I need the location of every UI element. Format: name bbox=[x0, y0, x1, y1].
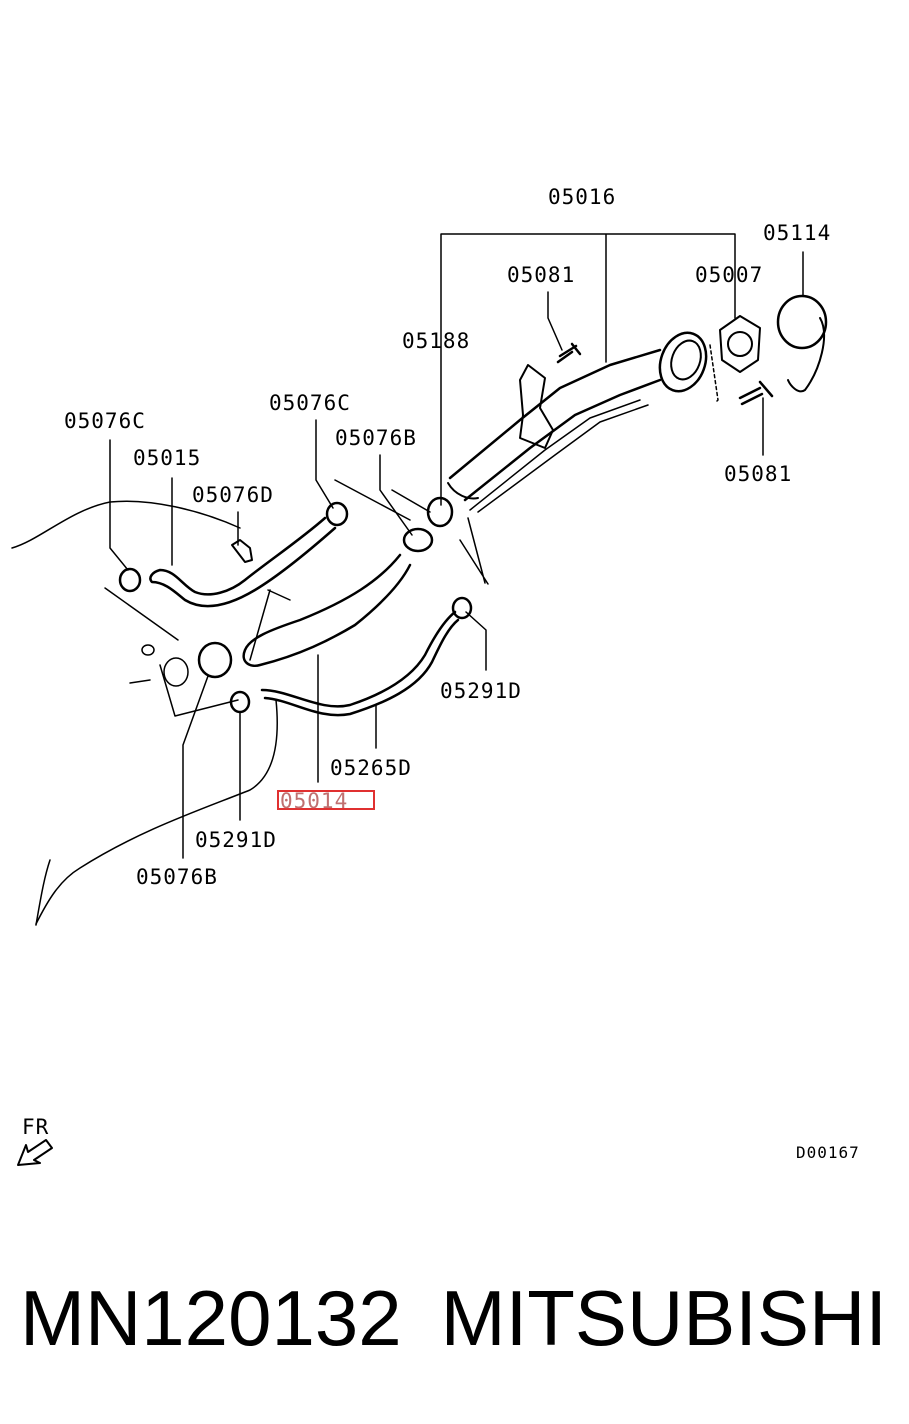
clamp-05291D-bottom bbox=[229, 690, 251, 714]
body-outline-lower bbox=[35, 699, 278, 925]
neck-band bbox=[447, 482, 479, 500]
tank-port-large bbox=[163, 657, 189, 687]
brand-name: MITSUBISHI bbox=[440, 1274, 887, 1362]
callout-05015: 05015 bbox=[133, 446, 201, 470]
callout-05114: 05114 bbox=[763, 221, 831, 245]
filler-neck-mouth-inner bbox=[670, 339, 702, 381]
fuel-cap bbox=[776, 294, 828, 350]
clamp-05076B-mid bbox=[402, 527, 434, 553]
leader-05081-top bbox=[547, 291, 563, 351]
filler-neck-inner bbox=[469, 399, 649, 513]
clamp-05076B-bottom bbox=[197, 641, 233, 679]
gasket-dash bbox=[709, 344, 719, 403]
tank-port-upper bbox=[141, 644, 155, 656]
clamp-05076C-left bbox=[118, 567, 142, 593]
tank-port-stub bbox=[129, 679, 151, 684]
highlight-box-05014 bbox=[277, 790, 375, 810]
callout-05076B-mid: 05076B bbox=[335, 426, 417, 450]
leader-05076C-mid bbox=[315, 419, 334, 509]
filler-neck-tube bbox=[448, 348, 662, 502]
front-direction-arrow-icon bbox=[17, 1139, 53, 1166]
callout-05014: 05014 bbox=[280, 789, 348, 813]
callout-05081-top: 05081 bbox=[507, 263, 575, 287]
fuel-cap-tether bbox=[787, 317, 826, 393]
callout-05007: 05007 bbox=[695, 263, 763, 287]
bolt-05081-right bbox=[738, 380, 774, 406]
reference-lines bbox=[104, 479, 489, 717]
callout-05265D: 05265D bbox=[330, 756, 412, 780]
callout-05188: 05188 bbox=[402, 329, 470, 353]
callout-05076C-left: 05076C bbox=[64, 409, 146, 433]
clamp-05188 bbox=[426, 496, 454, 528]
callout-05291D-right: 05291D bbox=[440, 679, 522, 703]
body-outline-upper bbox=[11, 500, 241, 549]
clamp-05291D-right bbox=[451, 596, 473, 620]
clip-05076D bbox=[231, 539, 253, 563]
leader-05291D-right bbox=[465, 611, 487, 671]
callout-05076D: 05076D bbox=[192, 483, 274, 507]
hose-05014 bbox=[242, 553, 412, 667]
hose-05265D bbox=[260, 610, 460, 717]
body-outline-edge bbox=[35, 859, 51, 926]
callout-05081-right: 05081 bbox=[724, 462, 792, 486]
part-number: MN120132 bbox=[20, 1274, 402, 1362]
leader-05076C-left bbox=[109, 439, 129, 571]
filler-neck-mouth bbox=[658, 331, 708, 393]
caption: MN120132 MITSUBISHI bbox=[0, 1268, 909, 1368]
callout-05076B-bottom: 05076B bbox=[136, 865, 218, 889]
callout-05076C-mid: 05076C bbox=[269, 391, 351, 415]
clamp-05076C-mid bbox=[325, 501, 349, 527]
filler-bracket bbox=[519, 364, 554, 449]
leader-05076B-mid bbox=[379, 454, 413, 536]
direction-label: FR bbox=[22, 1115, 49, 1139]
bolt-05081-top bbox=[556, 342, 582, 364]
hose-05015 bbox=[149, 516, 337, 608]
diagram-code: D00167 bbox=[796, 1143, 860, 1162]
gasket-05007 bbox=[719, 315, 761, 373]
callout-05016: 05016 bbox=[548, 185, 616, 209]
leader-05016 bbox=[440, 233, 736, 506]
gasket-05007-hole bbox=[727, 331, 753, 357]
leader-05076B-bottom bbox=[182, 675, 209, 859]
callout-05291D-bottom: 05291D bbox=[195, 828, 277, 852]
